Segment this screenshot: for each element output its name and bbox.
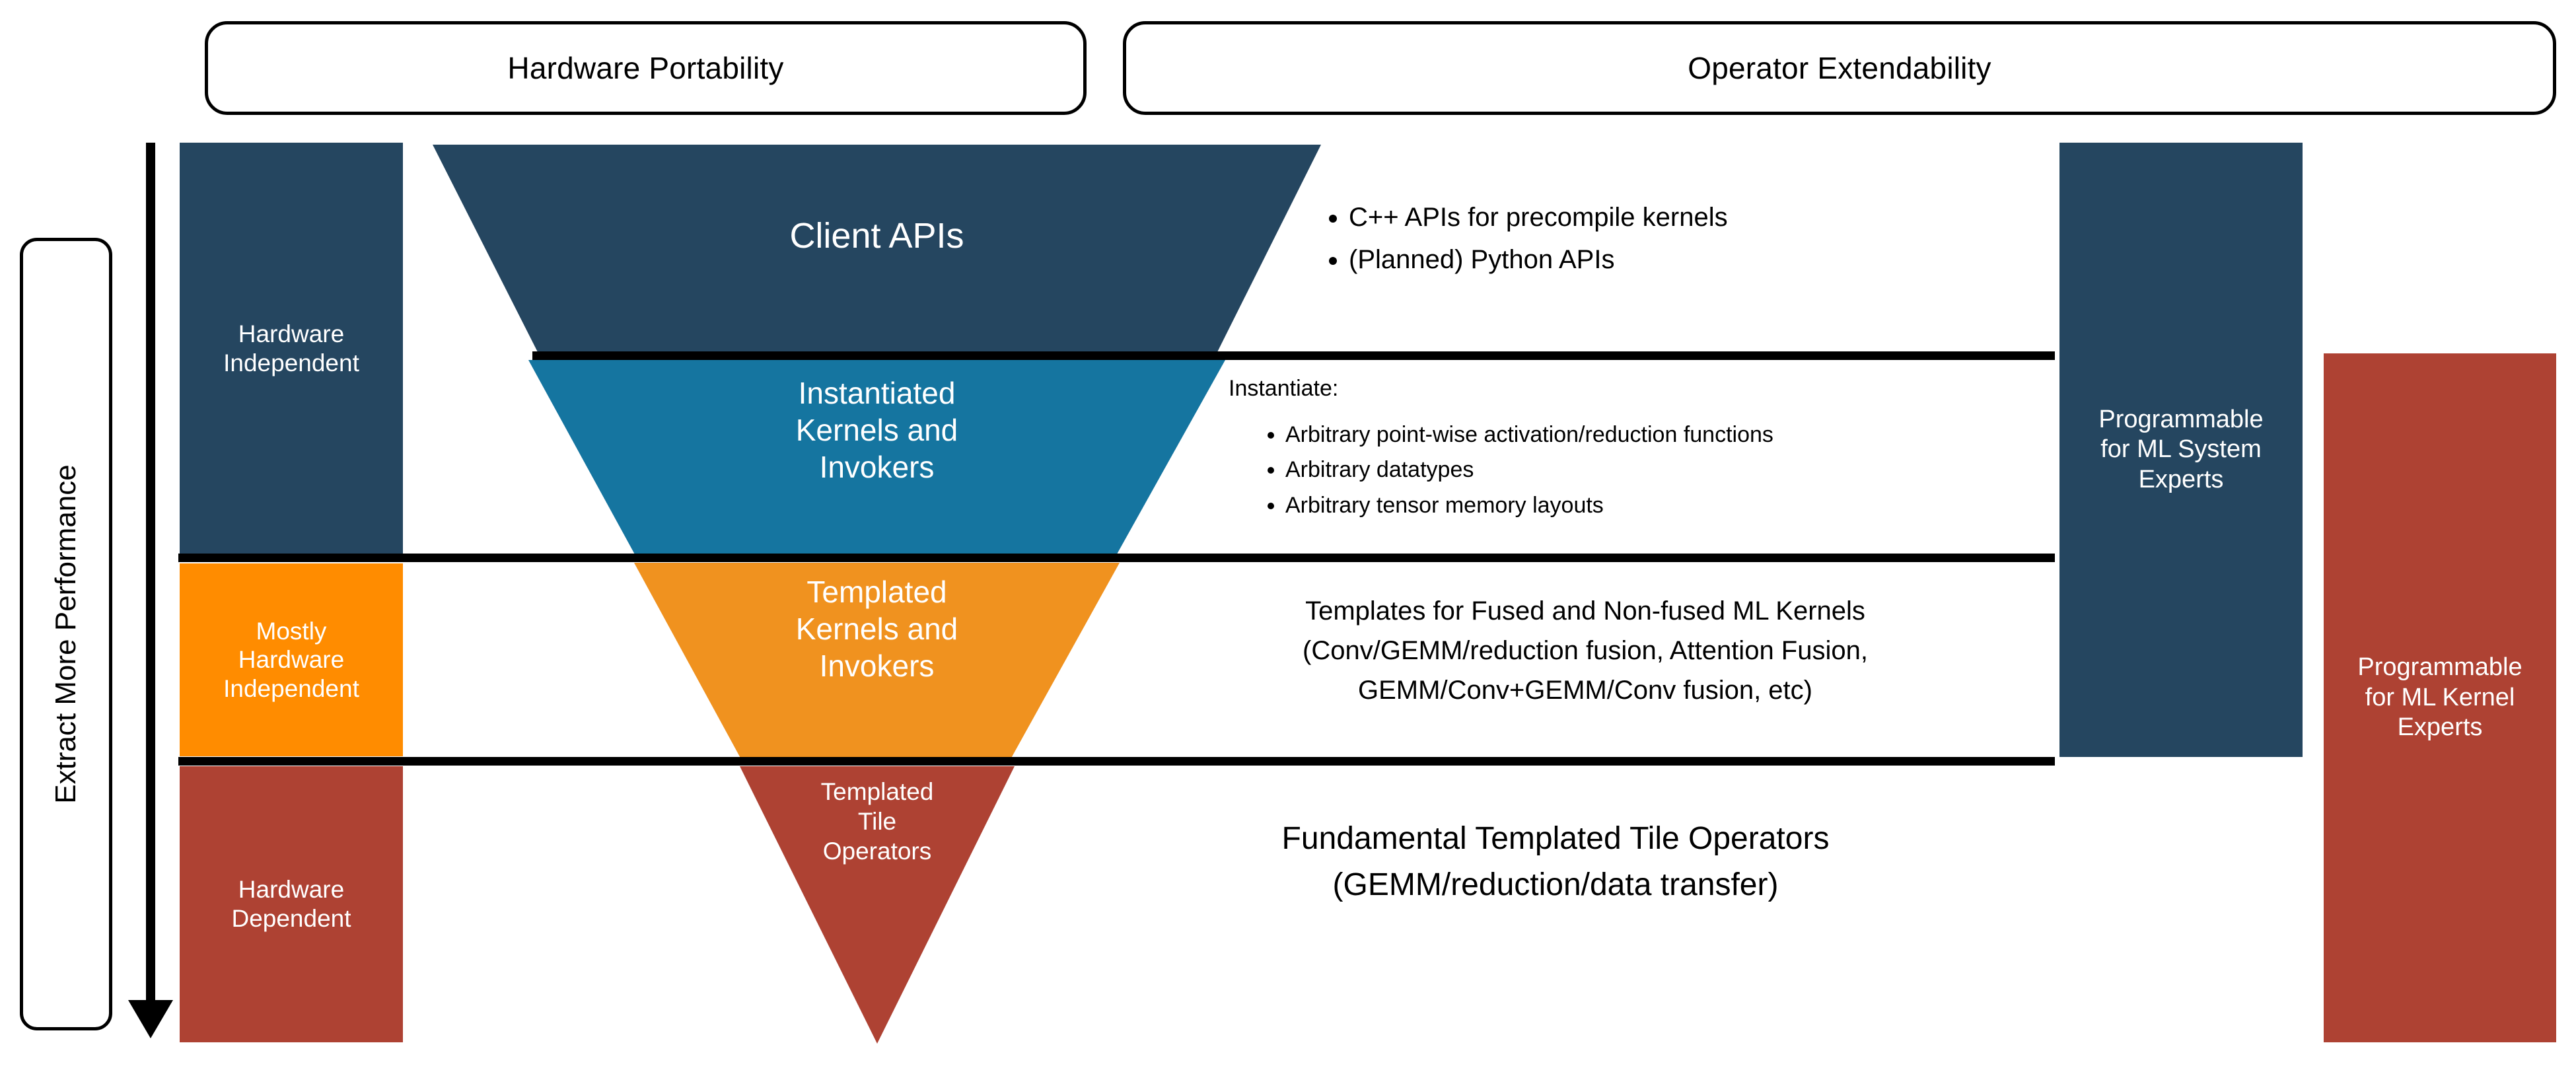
hardware-level-block-dependent: Hardware Dependent (180, 766, 403, 1042)
audience-ml-kernel-experts-label: Programmable for ML Kernel Experts (2357, 653, 2522, 742)
header-banner-operator-extendability: Operator Extendability (1123, 21, 2556, 115)
description-tile-operators: Fundamental Templated Tile Operators (GE… (1096, 816, 2015, 908)
extract-more-performance-box: Extract More Performance (20, 238, 112, 1030)
audience-column-ml-kernel-experts: Programmable for ML Kernel Experts (2324, 353, 2556, 1042)
audience-ml-system-experts-label: Programmable for ML System Experts (2098, 405, 2264, 493)
hardware-level-block-independent: Templated Hardware Independent (180, 143, 403, 555)
description-templated-kernels: Templates for Fused and Non-fused ML Ker… (1159, 591, 2011, 710)
hw-mostly-l1: Mostly (256, 617, 327, 645)
separator-rule-1 (532, 351, 2055, 360)
performance-arrow-shaft (146, 143, 155, 1021)
list-item: C++ APIs for precompile kernels (1349, 198, 2015, 236)
tile-operators-line-2: (GEMM/reduction/data transfer) (1332, 867, 1779, 902)
description-instantiated: Instantiate: Arbitrary point-wise activa… (1229, 373, 2041, 525)
hardware-level-block-mostly-independent: Mostly Hardware Independent (180, 563, 403, 756)
separator-rule-2 (178, 554, 2055, 562)
hw-mostly-l2: Hardware (238, 646, 345, 674)
funnel-layer-client-apis: Client APIs (433, 145, 1321, 353)
templated-kernels-line-2: (Conv/GEMM/reduction fusion, Attention F… (1303, 636, 1868, 665)
header-banner-hardware-portability: Hardware Portability (205, 21, 1087, 115)
audience-column-ml-system-experts: Programmable for ML System Experts (2059, 143, 2303, 757)
client-apis-bullet-list: C++ APIs for precompile kernels (Planned… (1314, 198, 2015, 279)
funnel-layer-client-apis-fill (433, 145, 1321, 353)
header-banner-right-label: Operator Extendability (1688, 51, 1991, 85)
hw-dep-l1: Hardware (238, 876, 345, 904)
funnel-layer-tile-operators-fill (740, 766, 1015, 1044)
instantiate-intro-label: Instantiate: (1229, 376, 1339, 401)
funnel-layer-instantiated-kernels-fill (528, 360, 1225, 554)
templated-kernels-line-1: Templates for Fused and Non-fused ML Ker… (1305, 596, 1865, 626)
performance-arrow-head-down-arrow-icon (128, 1000, 173, 1038)
templated-kernels-line-3: GEMM/Conv+GEMM/Conv fusion, etc) (1358, 676, 1812, 705)
description-client-apis: C++ APIs for precompile kernels (Planned… (1314, 198, 2015, 283)
hw-ind-l2: Independent (223, 349, 359, 377)
hw-mostly-l3: Independent (223, 674, 359, 702)
extract-more-performance-label: Extract More Performance (50, 464, 82, 804)
separator-rule-3 (178, 757, 2055, 766)
hardware-level-mostly-independent-label: Mostly Hardware Independent (223, 617, 359, 703)
instantiate-bullet-list: Arbitrary point-wise activation/reductio… (1229, 419, 2041, 522)
list-item: Arbitrary tensor memory layouts (1285, 490, 2041, 522)
hw-dep-l2: Dependent (231, 905, 351, 932)
header-banner-left-label: Hardware Portability (507, 51, 784, 85)
list-item: Arbitrary point-wise activation/reductio… (1285, 419, 2041, 451)
tile-operators-line-1: Fundamental Templated Tile Operators (1281, 821, 1830, 856)
funnel-layer-instantiated-kernels: Instantiated Kernels and Invokers (528, 360, 1225, 554)
hardware-level-dependent-label: Hardware Dependent (231, 875, 351, 933)
hardware-level-independent-label: Templated Hardware Independent (223, 320, 359, 377)
list-item: Arbitrary datatypes (1285, 454, 2041, 486)
funnel-layer-templated-kernels-fill (634, 563, 1120, 757)
funnel-layer-templated-kernels: Templated Kernels and Invokers (634, 563, 1120, 757)
hw-ind-l1: Hardware (238, 320, 345, 348)
list-item: (Planned) Python APIs (1349, 240, 2015, 279)
funnel-layer-tile-operators: Templated Tile Operators (740, 766, 1015, 1044)
